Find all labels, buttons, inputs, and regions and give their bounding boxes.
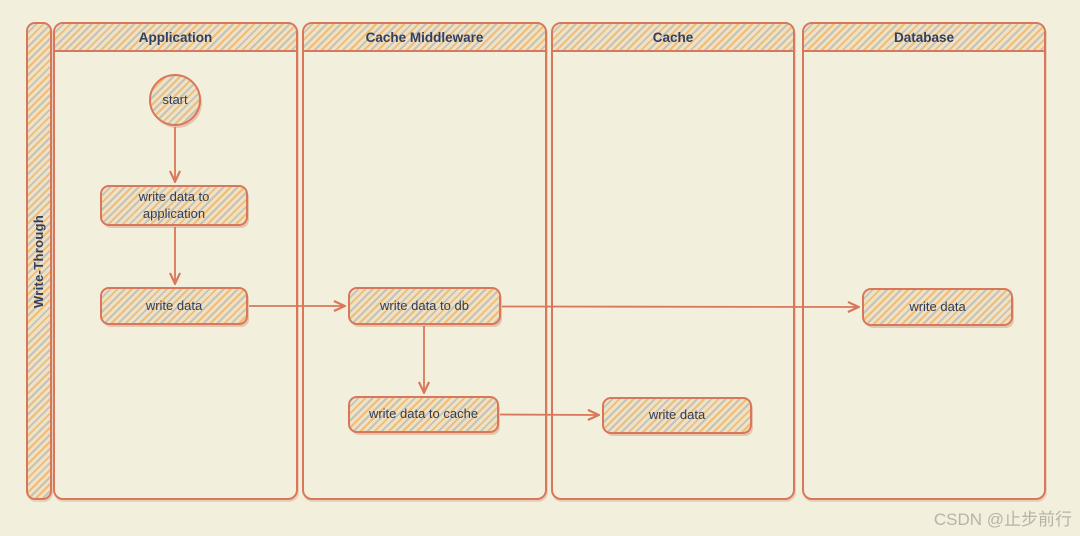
csdn-watermark: CSDN @止步前行 xyxy=(933,510,1072,529)
node-write-data-to-db: write data to db xyxy=(348,287,501,325)
lane-header-cache: Cache xyxy=(553,24,793,52)
node-start: start xyxy=(149,74,201,126)
lane-label: Cache xyxy=(652,29,694,45)
lane-cache: Cache xyxy=(551,22,795,500)
lane-database: Database xyxy=(802,22,1046,500)
node-label: write data xyxy=(909,298,966,314)
node-db-write-data: write data xyxy=(862,288,1013,326)
node-cache-write-data: write data xyxy=(602,397,752,434)
node-write-data-to-cache: write data to cache xyxy=(348,396,499,433)
node-label: write data to cache xyxy=(368,406,479,422)
node-label: write data to application xyxy=(138,188,210,221)
node-label: write data xyxy=(145,297,203,313)
lane-application: Application xyxy=(53,22,298,500)
lane-header-application: Application xyxy=(55,24,296,52)
lane-header-cache-middleware: Cache Middleware xyxy=(304,24,545,52)
node-label: write data xyxy=(648,407,706,423)
node-label: write data to db xyxy=(380,297,469,313)
lane-label: Application xyxy=(138,29,213,45)
node-app-write-data: write data xyxy=(100,287,248,325)
node-write-data-to-application: write data to application xyxy=(100,185,248,226)
diagram-title: Write-Through xyxy=(31,214,47,308)
lane-cache-middleware: Cache Middleware xyxy=(302,22,547,500)
node-label: start xyxy=(162,91,188,107)
lane-label: Cache Middleware xyxy=(365,29,484,45)
diagram-title-strip: Write-Through xyxy=(26,22,52,500)
lane-header-database: Database xyxy=(804,24,1044,52)
lane-label: Database xyxy=(893,29,955,45)
